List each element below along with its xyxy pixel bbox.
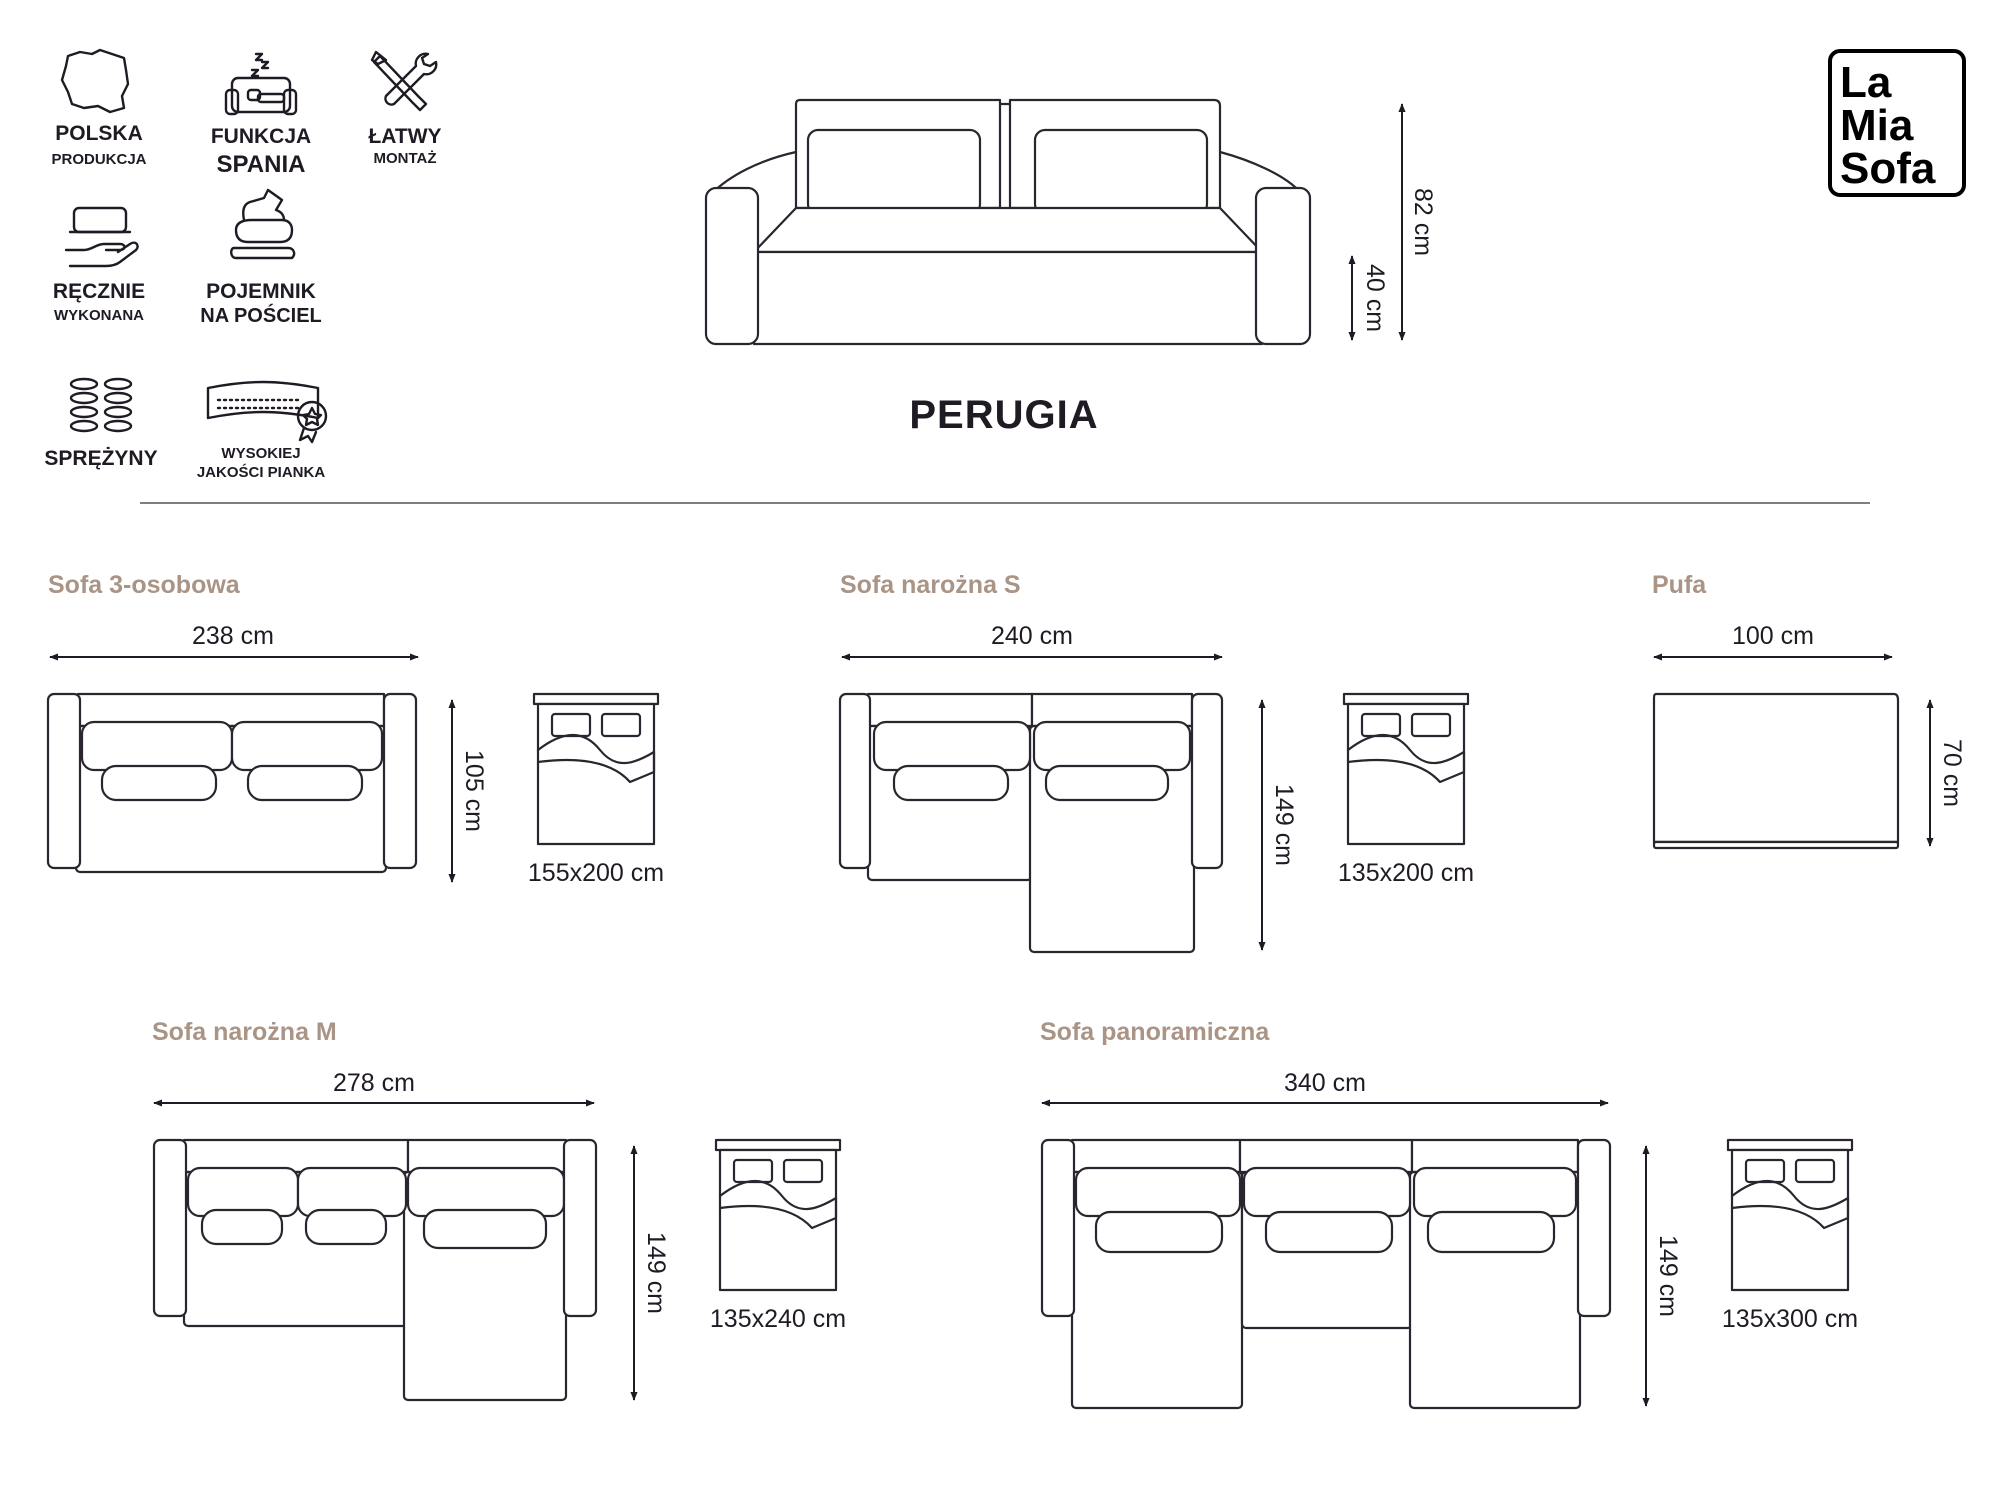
- variant-depth-label: 149 cm: [1654, 1235, 1682, 1317]
- feature-recznie-title: RĘCZNIE: [53, 280, 145, 303]
- foam-quality-icon: [206, 380, 328, 444]
- variant-width-label: 100 cm: [1732, 622, 1814, 650]
- bed-icon: [532, 692, 660, 846]
- bed-icon: [714, 1138, 842, 1292]
- brand-logo: La Mia Sofa: [1828, 49, 1966, 197]
- variant-width-label: 238 cm: [192, 622, 274, 650]
- feature-polska: POLSKA PRODUKCJA: [51, 48, 147, 168]
- variant-title: Sofa narożna S: [840, 571, 1021, 599]
- variant-width-label: 340 cm: [1284, 1069, 1366, 1097]
- poland-map-icon: [60, 48, 130, 114]
- feature-sprezyny: SPRĘŻYNY: [44, 377, 158, 470]
- feature-recznie: RĘCZNIE WYKONANA: [53, 206, 145, 324]
- variant-title: Sofa 3-osobowa: [48, 571, 241, 599]
- feature-pianka: WYSOKIEJ JAKOŚCI PIANKA: [197, 380, 328, 481]
- feature-pianka-subtitle: JAKOŚCI PIANKA: [197, 463, 326, 481]
- variant-title: Sofa narożna M: [152, 1018, 337, 1046]
- sofa-panoramiczna-plan: [1040, 1138, 1612, 1410]
- variant-sofa-3-osobowa: Sofa 3-osobowa 238 cm 105 cm 155x200 cm: [46, 571, 664, 887]
- feature-latwy-subtitle: MONTAŻ: [373, 150, 436, 167]
- sofa-m-plan: [152, 1138, 598, 1402]
- height-total-dimension: 82 cm: [1398, 103, 1437, 341]
- variant-width-label: 278 cm: [333, 1069, 415, 1097]
- variant-sofa-panoramiczna: Sofa panoramiczna 340 cm 149 cm 135x300 …: [1040, 1018, 1858, 1410]
- perugia-front-view: [704, 98, 1312, 346]
- feature-polska-subtitle: PRODUKCJA: [51, 151, 146, 168]
- feature-recznie-subtitle: WYKONANA: [54, 307, 144, 324]
- variant-width-label: 240 cm: [991, 622, 1073, 650]
- product-name: PERUGIA: [909, 393, 1098, 437]
- feature-funkcja-title: FUNKCJA: [211, 125, 311, 148]
- feature-pojemnik-title: POJEMNIK: [206, 280, 316, 303]
- variant-sofa-narozna-m: Sofa narożna M 278 cm 149 cm 135x240 cm: [152, 1018, 846, 1402]
- height-total-label: 82 cm: [1409, 188, 1437, 256]
- variant-bed-label: 135x300 cm: [1722, 1305, 1858, 1333]
- variant-depth-label: 70 cm: [1938, 739, 1966, 807]
- logo-line-1: La: [1840, 58, 1892, 107]
- feature-pojemnik-subtitle: NA POŚCIEL: [200, 303, 322, 327]
- springs-icon: [69, 377, 133, 433]
- feature-latwy-title: ŁATWY: [368, 125, 441, 148]
- height-seat-dimension: 40 cm: [1348, 255, 1389, 341]
- logo-line-2: Mia: [1840, 101, 1914, 150]
- logo-line-3: Sofa: [1840, 144, 1936, 193]
- sofa-3-plan: [46, 692, 418, 874]
- hand-sofa-icon: [64, 206, 139, 268]
- variant-bed-label: 155x200 cm: [528, 859, 664, 887]
- feature-funkcja-subtitle: SPANIA: [217, 151, 306, 178]
- feature-polska-title: POLSKA: [55, 122, 143, 145]
- feature-funkcja-spania: FUNKCJA SPANIA: [211, 52, 311, 178]
- bedding-icon: [230, 188, 296, 260]
- variant-depth-label: 105 cm: [460, 750, 488, 832]
- feature-pianka-title: WYSOKIEJ: [221, 445, 300, 462]
- feature-pojemnik: POJEMNIK NA POŚCIEL: [200, 188, 322, 327]
- feature-latwy-montaz: ŁATWY MONTAŻ: [368, 50, 442, 167]
- variant-title: Sofa panoramiczna: [1040, 1018, 1270, 1046]
- sleeping-sofa-icon: [224, 52, 298, 116]
- variant-title: Pufa: [1652, 571, 1707, 599]
- variant-sofa-narozna-s: Sofa narożna S 240 cm 149 cm 135x200 cm: [838, 571, 1474, 954]
- bed-icon: [1342, 692, 1470, 846]
- bed-icon: [1726, 1138, 1854, 1292]
- pufa-plan: [1652, 692, 1900, 850]
- variant-depth-label: 149 cm: [1270, 784, 1298, 866]
- variant-depth-label: 149 cm: [642, 1232, 670, 1314]
- feature-sprezyny-title: SPRĘŻYNY: [44, 447, 157, 470]
- sofa-s-plan: [838, 692, 1224, 954]
- height-seat-label: 40 cm: [1361, 264, 1389, 332]
- variant-bed-label: 135x200 cm: [1338, 859, 1474, 887]
- screwdriver-wrench-icon: [370, 50, 438, 112]
- variant-bed-label: 135x240 cm: [710, 1305, 846, 1333]
- variant-pufa: Pufa 100 cm 70 cm: [1652, 571, 1966, 850]
